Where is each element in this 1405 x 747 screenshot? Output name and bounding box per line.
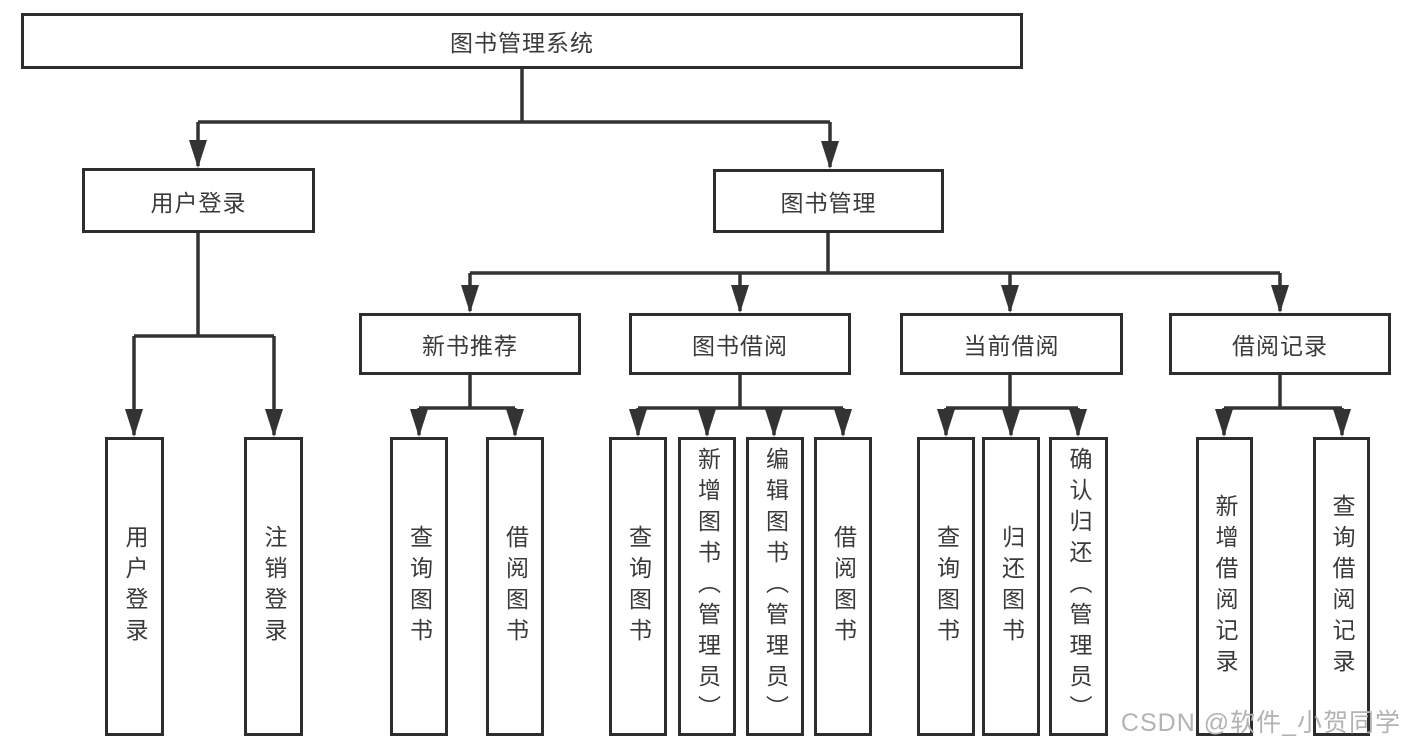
node-library-system-root: 图书管理系统 <box>21 13 1023 69</box>
node-label: 新增图书（管理员） <box>694 447 721 726</box>
node-label: 图书借阅 <box>692 333 788 359</box>
node-borrowing-records: 借阅记录 <box>1169 313 1391 375</box>
node-label: 归还图书 <box>998 524 1025 649</box>
node-label: 新增借阅记录 <box>1212 493 1238 680</box>
node-label: 借阅图书 <box>502 524 529 649</box>
node-query-books-under-recommendation: 查询图书 <box>390 437 448 736</box>
node-query-books-under-borrowing: 查询图书 <box>609 437 667 736</box>
node-label: 查询图书 <box>933 524 960 649</box>
node-confirm-return-admin: 确认归还（管理员） <box>1049 437 1108 736</box>
csdn-watermark: CSDN @软件_小贺同学 <box>1120 709 1401 737</box>
node-book-borrowing: 图书借阅 <box>629 313 851 375</box>
node-book-management: 图书管理 <box>713 169 944 233</box>
node-label: 查询图书 <box>406 524 433 649</box>
node-current-borrowing: 当前借阅 <box>900 313 1123 375</box>
node-new-book-recommendation: 新书推荐 <box>359 313 581 375</box>
node-return-books: 归还图书 <box>982 437 1040 736</box>
node-borrow-books-under-borrowing: 借阅图书 <box>814 437 872 736</box>
node-add-books-admin: 新增图书（管理员） <box>678 437 736 736</box>
node-label: 查询借阅记录 <box>1329 493 1355 680</box>
node-label: 编辑图书（管理员） <box>762 447 789 726</box>
node-label: 当前借阅 <box>963 333 1060 359</box>
arrowheads <box>125 140 1351 437</box>
node-user-login: 用户登录 <box>82 168 315 233</box>
node-query-books-under-current: 查询图书 <box>917 437 975 736</box>
node-logout-leaf: 注销登录 <box>244 437 303 736</box>
node-label: 注销登录 <box>261 524 287 649</box>
node-add-borrow-record: 新增借阅记录 <box>1196 437 1253 736</box>
node-borrow-books-under-recommendation: 借阅图书 <box>486 437 544 736</box>
node-query-borrow-record: 查询借阅记录 <box>1313 437 1370 736</box>
node-label: 图书管理 <box>780 190 877 216</box>
node-edit-books-admin: 编辑图书（管理员） <box>746 437 804 736</box>
node-user-login-leaf: 用户登录 <box>105 437 164 736</box>
node-label: 新书推荐 <box>422 333 518 359</box>
node-label: 用户登录 <box>122 524 148 649</box>
node-label: 查询图书 <box>625 524 652 649</box>
node-label: 图书管理系统 <box>450 30 594 56</box>
node-label: 借阅记录 <box>1232 333 1328 359</box>
node-label: 确认归还（管理员） <box>1066 447 1092 726</box>
node-label: 用户登录 <box>150 189 247 216</box>
node-label: 借阅图书 <box>830 524 857 649</box>
